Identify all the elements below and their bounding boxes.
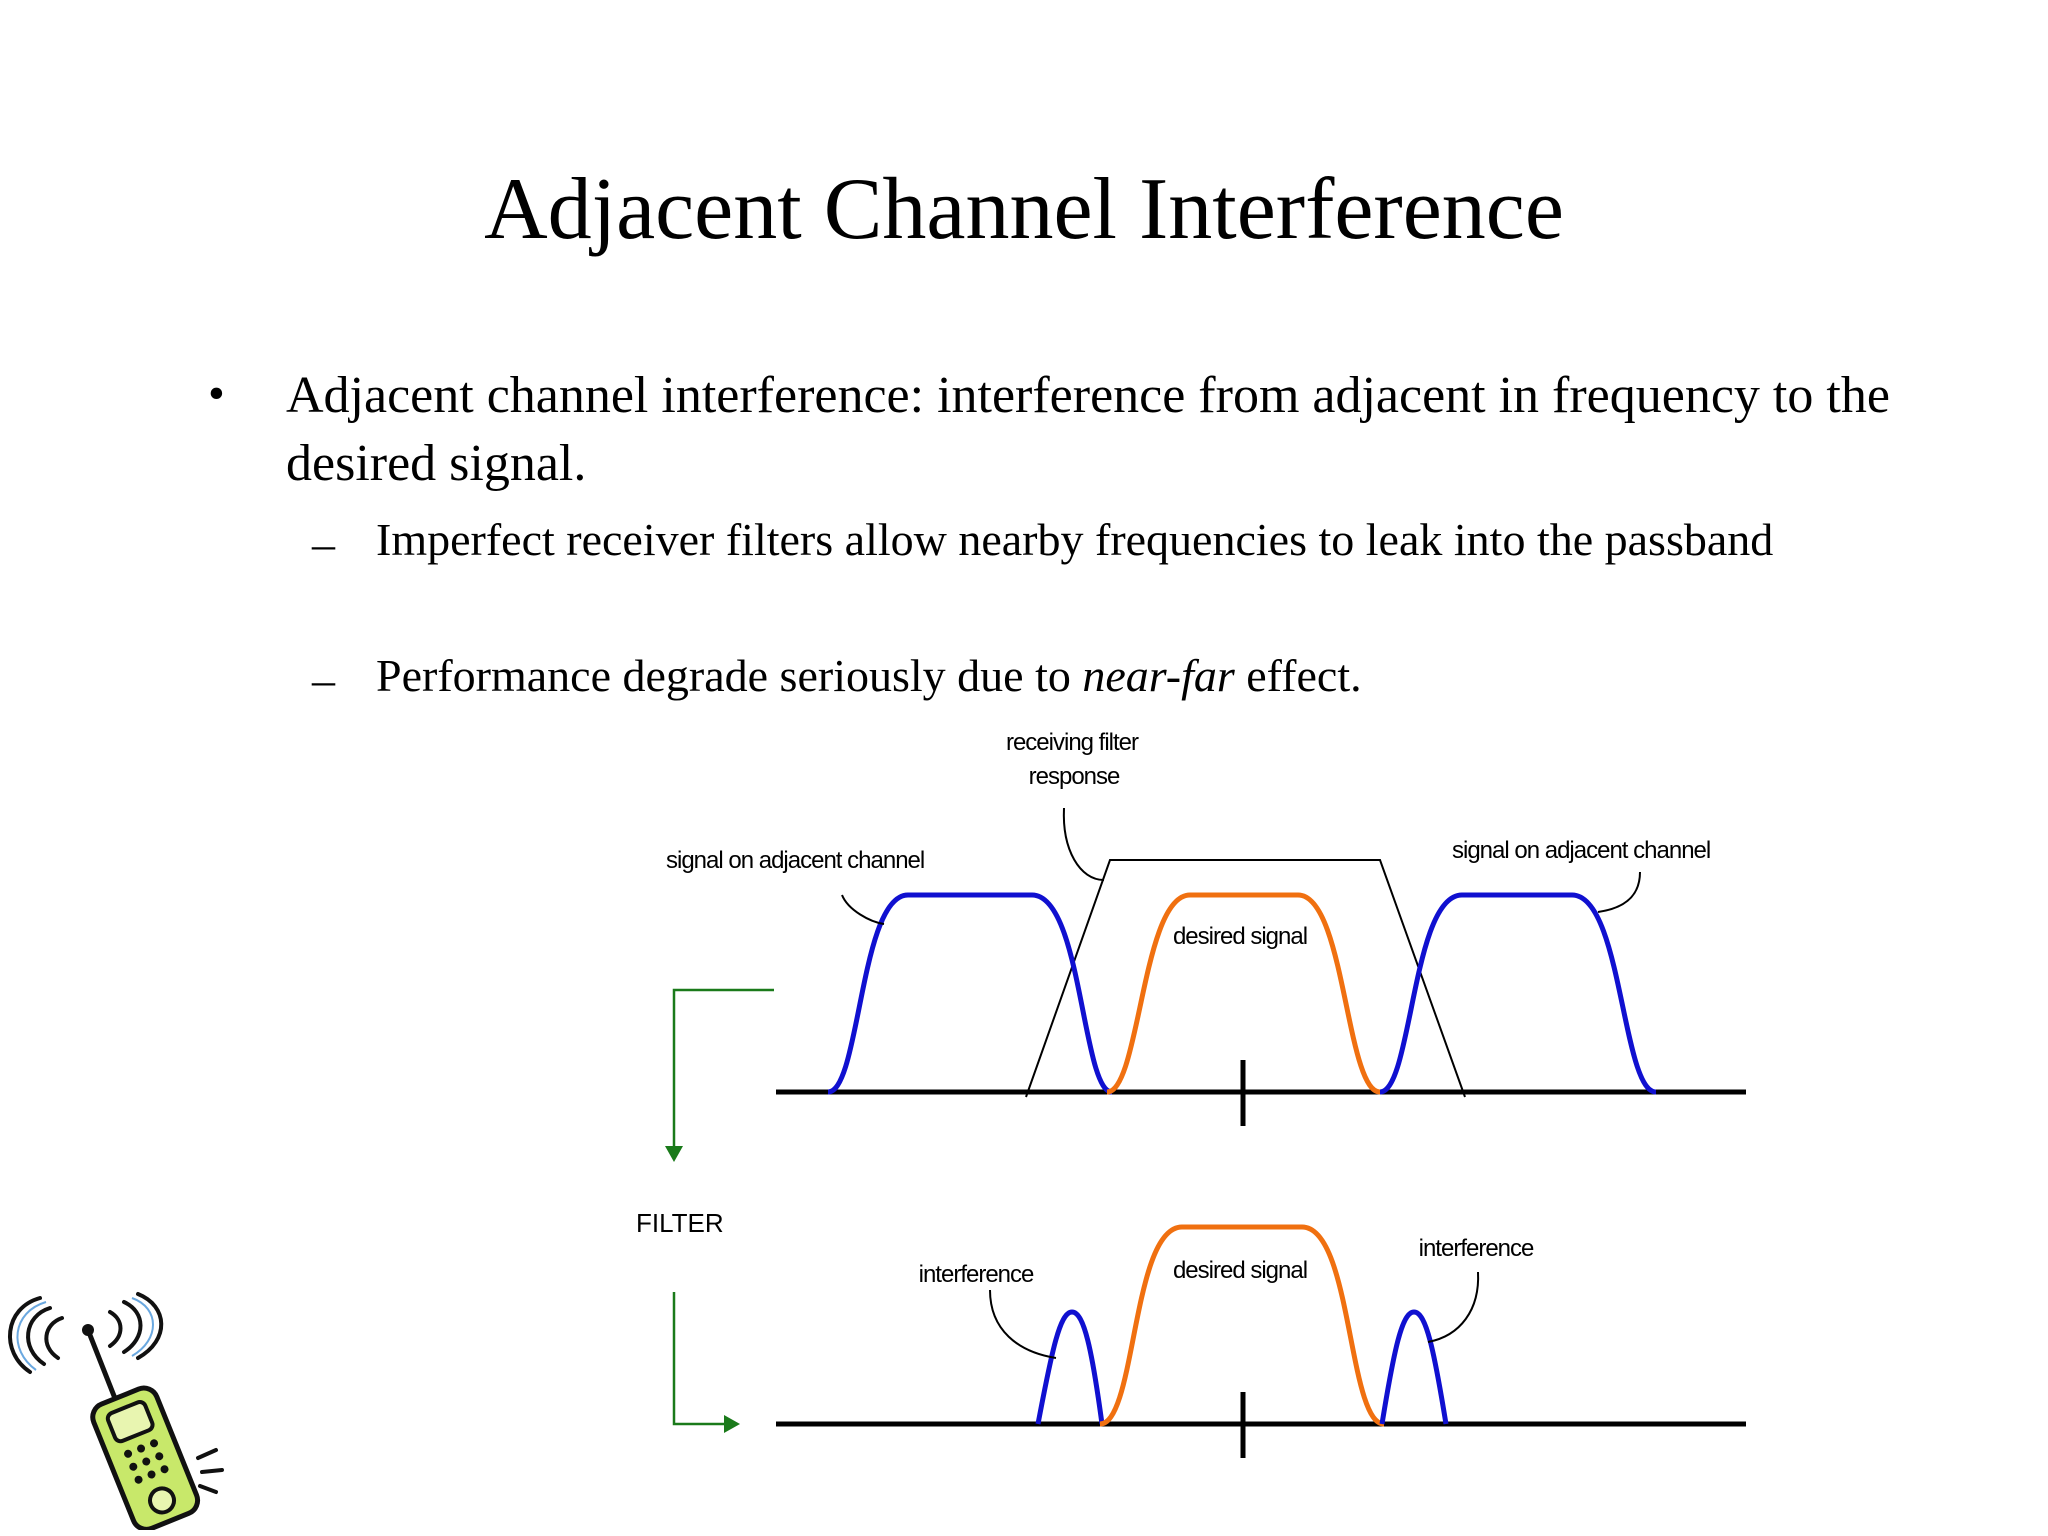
ring-marks	[196, 1448, 224, 1494]
filter-response-label: response	[1029, 763, 1120, 790]
signal-waves-tint	[16, 1297, 154, 1371]
bullet-marker: •	[208, 367, 225, 420]
sub-bullet-text: Performance degrade seriously due to	[376, 650, 1083, 701]
interference-right-leader	[1427, 1271, 1480, 1343]
filter-label: FILTER	[636, 1208, 724, 1238]
desired-signal-label-top: desired signal	[1173, 923, 1307, 950]
cell-phone-icon	[7, 1292, 224, 1530]
sub-bullet-near-far: Performance degrade seriously due to nea…	[376, 646, 1796, 706]
adjacent-channel-label-right: signal on adjacent channel	[1452, 837, 1710, 864]
desired-signal-top	[1106, 892, 1381, 1095]
filter-output-arrow	[672, 1292, 726, 1426]
interference-signal-right	[1379, 1309, 1449, 1425]
adjacent-channel-label-left: signal on adjacent channel	[666, 847, 924, 874]
interference-signal-left	[1035, 1309, 1105, 1425]
interference-left-leader	[989, 1289, 1057, 1359]
filter-response-leader	[1062, 807, 1105, 881]
adjacent-signal-right	[1379, 892, 1657, 1095]
antenna	[85, 1329, 121, 1407]
interference-label-right: interference	[1419, 1235, 1534, 1262]
antenna-tip	[82, 1324, 94, 1336]
filter-output-arrow-head	[724, 1415, 740, 1433]
desired-signal-label-bottom: desired signal	[1173, 1257, 1307, 1284]
bullet-text: Adjacent channel interference: interfere…	[286, 367, 1890, 492]
sub-bullet-text: effect.	[1234, 650, 1362, 701]
filter-response-curve	[1025, 859, 1466, 1098]
slide-title: Adjacent Channel Interference	[484, 161, 1564, 258]
interference-label-left: interference	[919, 1261, 1034, 1288]
sub-bullet-imperfect-filters: Imperfect receiver filters allow nearby …	[376, 514, 1774, 565]
phone-body	[90, 1385, 201, 1530]
filter-arrow-head	[665, 1146, 683, 1162]
sub-bullet-marker: –	[312, 654, 335, 705]
adjacent-right-leader	[1597, 871, 1641, 913]
adjacent-signal-left	[827, 892, 1113, 1095]
near-far-emphasis: near-far	[1082, 650, 1235, 701]
desired-signal-bottom	[1099, 1224, 1385, 1427]
sub-bullet-marker: –	[312, 518, 335, 569]
filter-response-label: receiving filter	[1006, 729, 1139, 756]
filter-arrow	[672, 988, 774, 1148]
signal-waves	[7, 1292, 164, 1374]
adjacent-left-leader	[841, 894, 885, 925]
